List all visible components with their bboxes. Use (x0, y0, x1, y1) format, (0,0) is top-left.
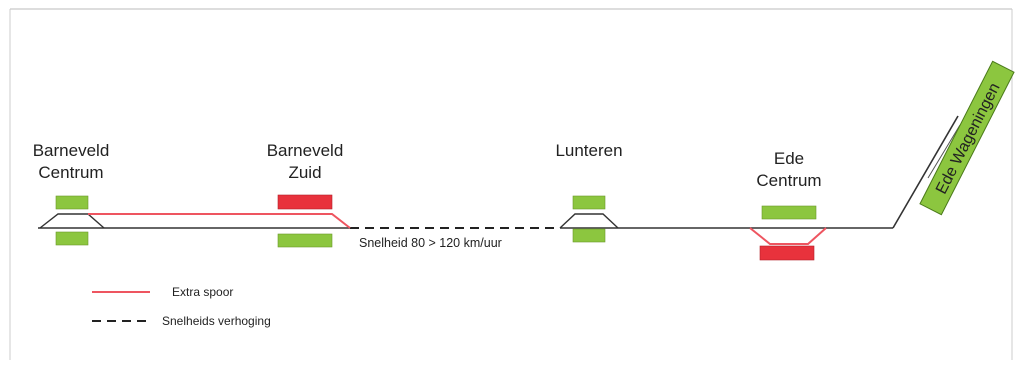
station-label-barneveld-centrum-line2: Centrum (38, 163, 103, 182)
platform-ede-centrum (761, 205, 817, 220)
platform-barneveld-zuid (277, 233, 333, 248)
station-label-barneveld-zuid-line1: Barneveld (267, 141, 344, 160)
platform-barneveld-zuid-new (277, 194, 333, 210)
barneveld-centrum-loop (39, 213, 105, 229)
station-label-lunteren: Lunteren (555, 141, 622, 160)
legend-speed-increase-label: Snelheids verhoging (162, 314, 271, 328)
ede-centrum-siding (749, 227, 827, 245)
station-label-ede-wageningen: Ede Wageningen (933, 80, 1004, 197)
speed-note: Snelheid 80 > 120 km/uur (359, 236, 502, 250)
station-label-ede-centrum-line1: Ede (774, 149, 804, 168)
branch-track-parallel (927, 124, 961, 179)
platform-barneveld-centrum-north (55, 195, 89, 210)
ede-wageningen-platform: Ede Wageningen (919, 60, 1015, 216)
station-label-ede-centrum-line2: Centrum (756, 171, 821, 190)
branch-to-ede-wageningen (892, 115, 959, 229)
extra-track (88, 213, 351, 229)
platform-ede-centrum-new (759, 245, 815, 261)
platform-lunteren-south (572, 228, 606, 243)
legend-extra-track-label: Extra spoor (172, 285, 233, 299)
lunteren-loop (559, 213, 619, 229)
station-label-barneveld-centrum-line1: Barneveld (33, 141, 110, 160)
platform-lunteren-north (572, 195, 606, 210)
station-label-barneveld-zuid-line2: Zuid (288, 163, 321, 182)
ede-wageningen-platform-box (919, 60, 1015, 216)
platform-barneveld-centrum-south (55, 231, 89, 246)
